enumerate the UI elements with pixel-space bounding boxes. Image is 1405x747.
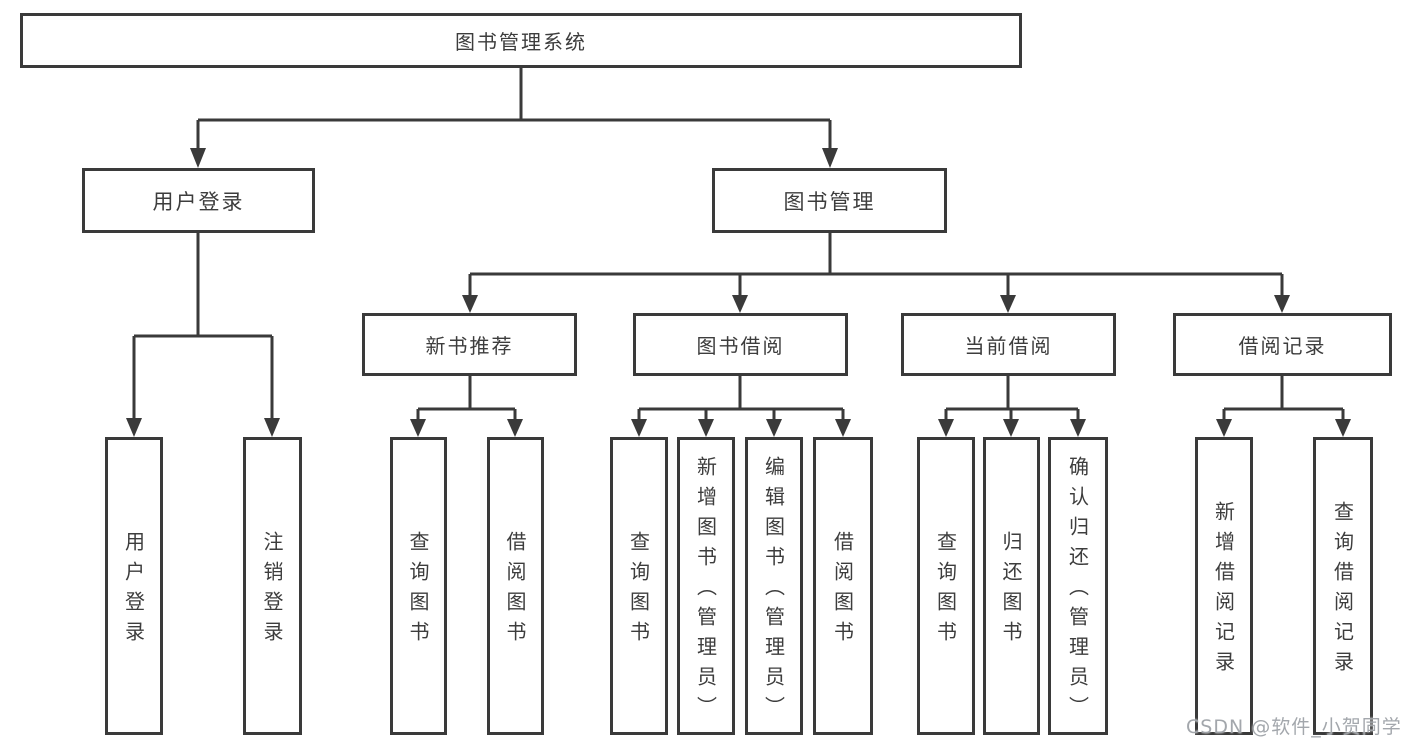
leaf-add-books-admin-label: 新增图书（管理员） — [693, 456, 718, 726]
node-current-borrow: 当前借阅 — [901, 313, 1116, 376]
arrowhead — [631, 419, 647, 437]
arrowhead — [1335, 419, 1351, 437]
leaf-query-books-recommend: 查询图书 — [390, 437, 447, 735]
leaf-edit-books-admin-label: 编辑图书（管理员） — [761, 456, 786, 726]
connector-book-mgmt-to-level3 — [468, 233, 1284, 296]
leaf-borrow-books-recommend-label: 借阅图书 — [503, 531, 527, 651]
node-user-login: 用户登录 — [82, 168, 315, 233]
leaf-return-books-label: 归还图书 — [999, 531, 1023, 651]
leaf-add-borrow-record: 新增借阅记录 — [1195, 437, 1253, 735]
leaf-borrow-books-label: 借阅图书 — [830, 531, 855, 651]
arrowhead — [190, 148, 206, 168]
node-book-management: 图书管理 — [712, 168, 947, 233]
node-current-borrow-label: 当前借阅 — [964, 334, 1053, 358]
arrowheads — [126, 148, 1351, 437]
arrowhead — [938, 419, 954, 437]
arrowhead — [1070, 419, 1086, 437]
arrowhead — [410, 419, 426, 437]
node-borrow-records-label: 借阅记录 — [1238, 334, 1327, 358]
node-book-borrow: 图书借阅 — [633, 313, 848, 376]
leaf-query-books-borrow-label: 查询图书 — [626, 531, 651, 651]
leaf-add-borrow-record-label: 新增借阅记录 — [1211, 501, 1236, 681]
node-book-borrow-label: 图书借阅 — [696, 334, 785, 358]
leaf-borrow-books-recommend: 借阅图书 — [487, 437, 544, 735]
node-borrow-records: 借阅记录 — [1173, 313, 1392, 376]
arrowhead — [835, 419, 851, 437]
leaf-query-books-current-label: 查询图书 — [933, 531, 958, 651]
leaf-return-books: 归还图书 — [983, 437, 1040, 735]
leaf-borrow-books: 借阅图书 — [813, 437, 873, 735]
arrowhead — [732, 295, 748, 313]
arrowhead — [126, 418, 142, 437]
node-new-book-recommend-label: 新书推荐 — [425, 334, 514, 358]
arrowhead — [462, 295, 478, 313]
arrowhead — [507, 419, 523, 437]
node-new-book-recommend: 新书推荐 — [362, 313, 577, 376]
node-book-management-label: 图书管理 — [783, 189, 876, 214]
arrowhead — [1274, 295, 1290, 313]
arrowhead — [1216, 419, 1232, 437]
leaf-query-books-current: 查询图书 — [917, 437, 975, 735]
arrowhead — [1000, 295, 1016, 313]
arrowhead — [766, 419, 782, 437]
node-root-label: 图书管理系统 — [455, 30, 587, 54]
leaf-logout: 注销登录 — [243, 437, 302, 735]
connector-root-to-level2 — [196, 66, 832, 150]
arrowhead — [822, 148, 838, 168]
leaf-confirm-return-admin-label: 确认归还（管理员） — [1065, 456, 1090, 726]
leaf-edit-books-admin: 编辑图书（管理员） — [745, 437, 803, 735]
arrowhead — [1003, 419, 1019, 437]
node-user-login-label: 用户登录 — [152, 189, 245, 214]
leaf-user-login: 用户登录 — [105, 437, 163, 735]
leaf-query-books-recommend-label: 查询图书 — [406, 531, 430, 651]
leaf-logout-label: 注销登录 — [260, 531, 284, 651]
leaf-query-borrow-record-label: 查询借阅记录 — [1330, 501, 1355, 681]
connector-user-login-to-leaves — [132, 233, 274, 420]
leaf-query-borrow-record: 查询借阅记录 — [1313, 437, 1373, 735]
arrowhead — [698, 419, 714, 437]
node-root: 图书管理系统 — [20, 13, 1022, 68]
leaf-query-books-borrow: 查询图书 — [610, 437, 668, 735]
leaf-add-books-admin: 新增图书（管理员） — [677, 437, 735, 735]
leaf-confirm-return-admin: 确认归还（管理员） — [1048, 437, 1108, 735]
arrowhead — [264, 418, 280, 437]
connector-level3-to-leaves — [416, 376, 1345, 420]
leaf-user-login-label: 用户登录 — [121, 531, 146, 651]
